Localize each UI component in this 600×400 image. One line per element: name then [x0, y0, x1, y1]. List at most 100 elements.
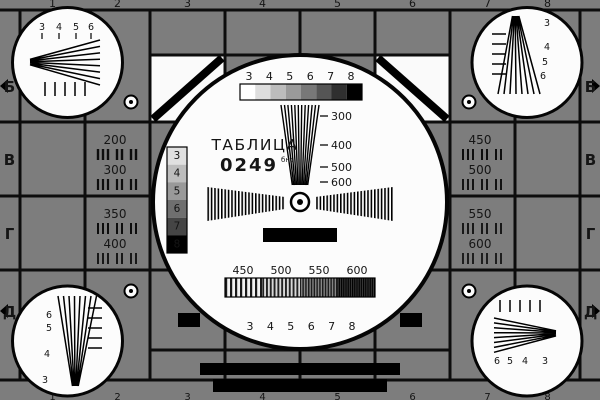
row-arrow-icon	[592, 304, 600, 318]
card-code: 0249	[220, 155, 278, 176]
bottom-digit: 2	[114, 392, 120, 400]
tick-group	[96, 149, 138, 160]
circle-contents: 3 4 5 6 7 8 300 400 500 600	[166, 70, 422, 333]
scale-label: 3	[247, 320, 254, 333]
reference-black-bar	[263, 228, 337, 242]
staircase-label: 8	[174, 238, 181, 250]
scale-label: 6	[307, 70, 314, 83]
burst-label: 500	[271, 264, 292, 277]
horizontal-wedge-right	[315, 187, 393, 221]
row-arrow-icon	[0, 304, 8, 318]
sync-bar-lower	[213, 379, 387, 392]
black-square-right	[400, 313, 422, 327]
wedge-label: 500	[331, 161, 352, 174]
tick-group	[462, 179, 502, 190]
bottom-digit: 7	[484, 392, 490, 400]
bullseye-mark	[461, 283, 477, 299]
panel-value: 550	[469, 207, 492, 221]
frequency-burst-strip	[224, 277, 376, 298]
corner-label: 5	[46, 323, 52, 334]
vertical-wedge-fan	[280, 104, 320, 186]
grayscale-top-labels: 3 4 5 6 7 8	[246, 70, 355, 83]
row-letter-left: Б	[4, 78, 15, 96]
wedge-tick-marks	[320, 115, 328, 183]
burst-label: 600	[347, 264, 368, 277]
corner-label: 6	[88, 22, 94, 33]
top-column-digits: 1 2 3 4 5 6 7 8	[49, 0, 551, 10]
row-letter-right: Д	[584, 303, 597, 321]
staircase-label: 4	[174, 168, 181, 180]
bottom-digit: 1	[49, 392, 55, 400]
panel-value: 350	[104, 207, 127, 221]
top-digit: 2	[114, 0, 121, 10]
top-digit: 1	[49, 0, 56, 10]
scale-label: 4	[267, 320, 274, 333]
corner-ladder	[88, 307, 102, 349]
corner-label: 3	[544, 18, 550, 29]
diagonal-stripe-right	[375, 55, 450, 122]
staircase-label: 7	[174, 221, 181, 233]
panel-value: 400	[104, 237, 127, 251]
corner-label: 4	[544, 42, 550, 53]
row-letter-left: Г	[5, 225, 15, 243]
corner-label: 4	[44, 349, 50, 360]
tick-group	[97, 253, 137, 264]
staircase-label: 3	[174, 150, 181, 162]
tick-group	[96, 179, 138, 190]
corner-circle-bottom-right: 6 5 4 3	[470, 284, 584, 398]
panel-value: 200	[104, 133, 127, 147]
grayscale-staircase-left: 3 4 5 6 7 8	[166, 146, 188, 254]
row-letter-right: Б	[585, 78, 596, 96]
top-digit: 6	[409, 0, 416, 10]
corner-fan-horizontal	[493, 317, 557, 354]
tick-group	[462, 253, 502, 264]
bottom-digit: 8	[544, 392, 550, 400]
card-title: ТАБЛИЦА	[210, 136, 298, 154]
burst-label: 450	[233, 264, 254, 277]
panel-value: 450	[469, 133, 492, 147]
row-letters: Б В Г Д Б В Г Д	[0, 78, 600, 321]
wedge-label: 300	[331, 110, 352, 123]
scale-label: 7	[328, 320, 335, 333]
corner-label: 5	[507, 356, 513, 367]
registration-marks	[123, 94, 477, 299]
scale-label: 8	[349, 320, 356, 333]
top-digit: 5	[334, 0, 341, 10]
bullseye-mark	[123, 283, 139, 299]
row-letter-right: В	[585, 151, 596, 169]
panel-value: 600	[469, 237, 492, 251]
bottom-column-digits: 1 2 3 4 5 6 7 8	[49, 392, 550, 400]
corner-label: 3	[542, 356, 548, 367]
row-arrow-icon	[592, 79, 600, 93]
corner-fan-horizontal	[29, 39, 101, 86]
corner-circle-bottom-left: 6 5 4 3	[11, 284, 124, 398]
diagonal-stripe-left	[150, 55, 225, 122]
card-code-superscript: бнс	[281, 156, 294, 164]
scale-label: 7	[327, 70, 334, 83]
wedge-resolution-labels: 300 400 500 600	[331, 110, 352, 189]
scale-label: 5	[287, 320, 294, 333]
scale-label: 6	[308, 320, 315, 333]
corner-label: 4	[56, 22, 62, 33]
corner-ladder	[492, 33, 506, 75]
scale-label: 8	[348, 70, 355, 83]
bottom-scale-labels: 3 4 5 6 7 8	[247, 320, 356, 333]
corner-label: 6	[540, 71, 546, 82]
scale-label: 3	[246, 70, 253, 83]
corner-label: 5	[542, 57, 548, 68]
panel-value: 300	[104, 163, 127, 177]
bottom-digit: 3	[184, 392, 190, 400]
panel-value: 500	[469, 163, 492, 177]
corner-fan-vertical	[497, 15, 541, 95]
corner-label: 4	[522, 356, 528, 367]
bottom-digit: 5	[334, 392, 340, 400]
bottom-digit: 4	[259, 392, 265, 400]
bottom-digit: 6	[409, 392, 415, 400]
top-digit: 3	[184, 0, 191, 10]
row-letter-left: Д	[3, 303, 16, 321]
row-arrow-icon	[0, 79, 8, 93]
staircase-label: 6	[174, 203, 181, 215]
horizontal-wedge-left	[207, 187, 285, 221]
